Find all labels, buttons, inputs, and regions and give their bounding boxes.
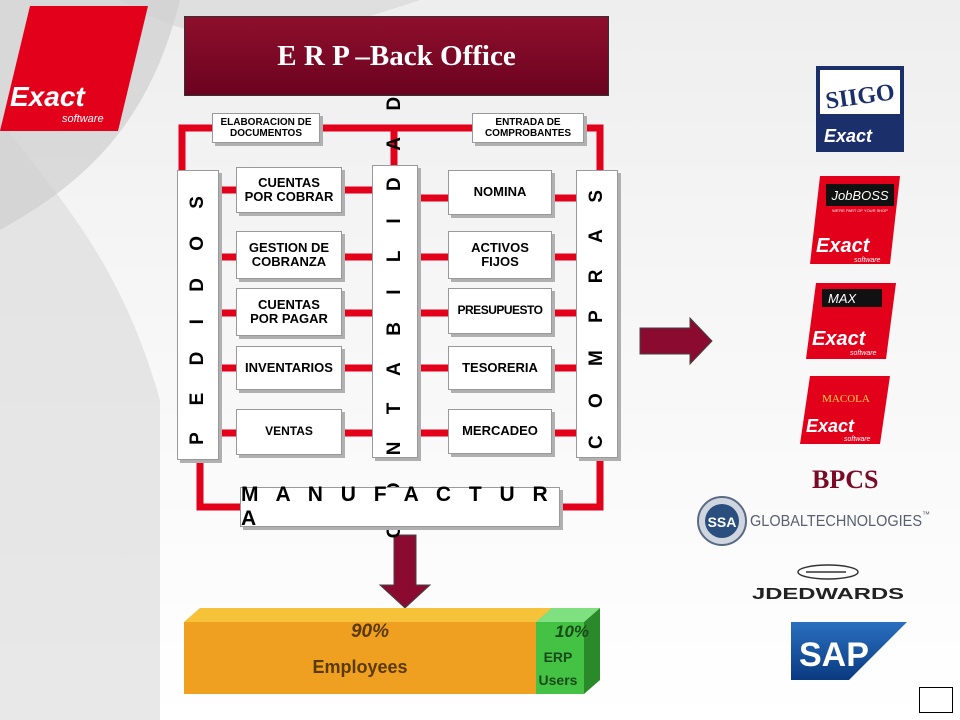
- employees-pct: 90%: [351, 621, 389, 642]
- siigo-logo: SIIGO Exact: [816, 66, 904, 152]
- jobboss-text: JobBOSS: [830, 188, 888, 203]
- macola-logo: MACOLA Exact software: [800, 376, 890, 444]
- label-elaboracion: ELABORACION DE DOCUMENTOS: [212, 113, 320, 143]
- module-inventarios: INVENTARIOS: [236, 346, 342, 390]
- ssa-tm-text: ™: [922, 510, 930, 519]
- macola-exact-sub: software: [844, 436, 871, 443]
- module-nomina: NOMINA: [448, 170, 552, 215]
- erp-label-2: Users: [539, 672, 578, 688]
- exact-logo-sub: software: [62, 113, 104, 125]
- ssa-badge-text: SSA: [708, 514, 737, 530]
- jdedwards-logo: JDEDWARDS: [752, 564, 904, 603]
- erp-pct: 10%: [555, 622, 589, 641]
- sap-logo: SAP: [791, 622, 907, 680]
- module-ventas: VENTAS: [236, 409, 342, 455]
- module-activos-fijos: ACTIVOS FIJOS: [448, 231, 552, 279]
- slide-corner-box: [919, 687, 953, 713]
- max-exact-sub: software: [850, 350, 877, 357]
- column-contabilidad: C O N T A B I L I D A D: [372, 85, 418, 538]
- label-entrada: ENTRADA DE COMPROBANTES: [472, 113, 584, 143]
- module-gestion-de-cobranza: GESTION DE COBRANZA: [236, 231, 342, 279]
- employees-label: Employees: [312, 657, 407, 677]
- exact-logo-text: Exact: [10, 81, 86, 112]
- bpcs-label: BPCS: [812, 465, 879, 494]
- manufactura-box: M A N U F A C T U R A: [240, 483, 560, 530]
- module-cuentas-por-cobrar: CUENTAS POR COBRAR: [236, 167, 342, 213]
- erp-label-1: ERP: [544, 649, 573, 665]
- siigo-exact-text: Exact: [824, 126, 873, 146]
- jobboss-exact-text: Exact: [816, 235, 871, 257]
- max-text: MAX: [828, 291, 858, 306]
- ssa-global-logo: SSA GLOBALTECHNOLOGIES ™: [697, 496, 930, 546]
- arrow-right-icon: [639, 316, 713, 366]
- title-bar: E R P –Back Office: [184, 16, 609, 96]
- jobboss-logo: JobBOSS WE'RE PART OF YOUR SHOP Exact so…: [810, 176, 900, 264]
- macola-exact-text: Exact: [806, 416, 855, 436]
- module-tesoreria: TESORERIA: [448, 346, 552, 390]
- ssa-name-text: GLOBALTECHNOLOGIES: [750, 513, 922, 530]
- module-mercadeo: MERCADEO: [448, 409, 552, 454]
- arrow-down-icon: [378, 534, 432, 609]
- column-compras: C O M P R A S: [576, 170, 618, 458]
- page-title: E R P –Back Office: [277, 39, 516, 72]
- jobboss-exact-sub: software: [854, 257, 881, 264]
- max-logo: MAX Exact software: [806, 283, 896, 359]
- jobboss-tagline: WE'RE PART OF YOUR SHOP: [832, 208, 888, 213]
- column-pedidos: P E D I D O S: [177, 170, 219, 460]
- macola-text: MACOLA: [822, 393, 870, 405]
- exact-logo: Exact software: [0, 6, 148, 131]
- max-exact-text: Exact: [812, 328, 867, 350]
- module-presupuesto: PRESUPUESTO: [448, 288, 552, 334]
- sap-text: SAP: [799, 636, 869, 674]
- jdedwards-text: JDEDWARDS: [752, 586, 904, 603]
- module-cuentas-por-pagar: CUENTAS POR PAGAR: [236, 288, 342, 336]
